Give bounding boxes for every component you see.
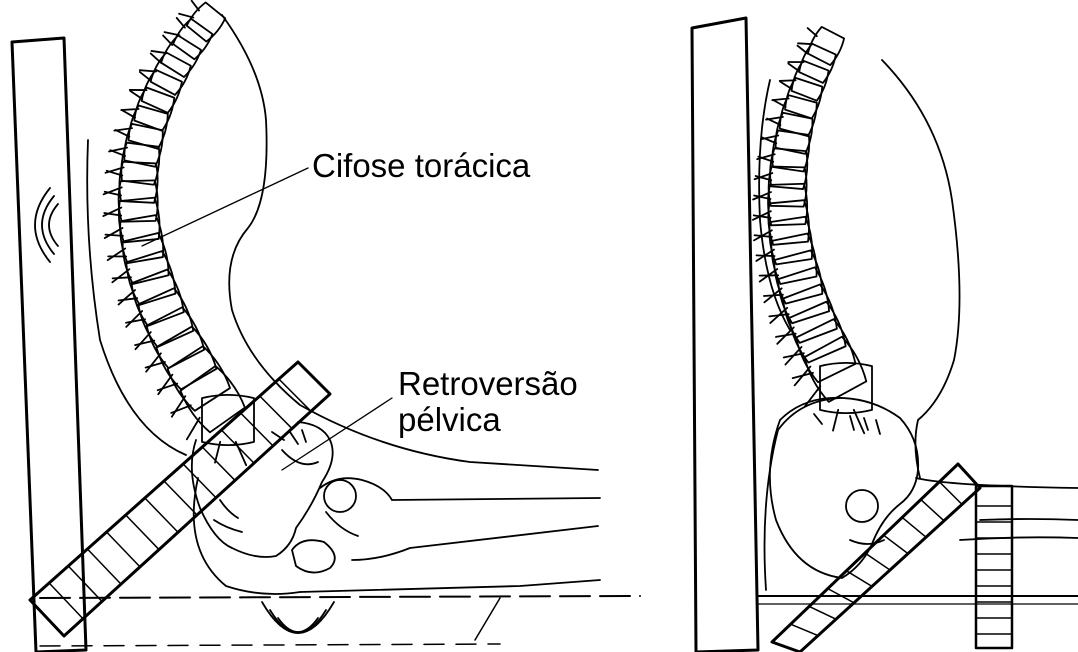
cushion-hatch-line bbox=[921, 500, 944, 521]
cushion-hatch-line bbox=[164, 481, 197, 515]
retroversion-leader-line bbox=[282, 398, 392, 470]
cushion-hatch-line bbox=[279, 379, 311, 411]
cushion-hatch-line bbox=[87, 549, 121, 584]
cushion-hatch-line bbox=[202, 447, 235, 480]
cushion-hatch-line bbox=[939, 482, 962, 505]
cushion-hatch-line bbox=[145, 498, 178, 532]
left-figure-slumped-posture bbox=[12, 0, 640, 652]
cushion-hatch-line bbox=[241, 413, 273, 446]
cushion-hatch-line bbox=[902, 517, 926, 537]
right-figure-corrected-posture bbox=[692, 18, 1078, 652]
right-seat-surface bbox=[758, 596, 1078, 604]
right-pelvis bbox=[770, 398, 918, 578]
vertebra bbox=[119, 82, 176, 132]
left-pelvis bbox=[192, 422, 333, 557]
cushion-hatch-line bbox=[865, 553, 890, 570]
pelvic-retroversion-label-line1: Retroversão bbox=[398, 366, 578, 402]
cushion-hatch-line bbox=[791, 624, 818, 635]
cushion-hatch-line bbox=[809, 606, 836, 619]
cushion-hatch-line bbox=[107, 532, 140, 567]
cushion-hatch-line bbox=[183, 464, 216, 498]
seat-pressure-waves-icon bbox=[262, 602, 334, 633]
cushion-hatch-line bbox=[846, 571, 872, 587]
vertebra bbox=[176, 0, 226, 43]
left-femur bbox=[292, 478, 600, 572]
back-pressure-waves-icon bbox=[35, 188, 58, 262]
cushion-hatch-line bbox=[884, 535, 908, 553]
right-body-outline bbox=[759, 60, 1078, 590]
pelvic-retroversion-label-line2: pélvica bbox=[398, 402, 501, 438]
cushion-hatch-line bbox=[221, 430, 254, 463]
left-seat-surface bbox=[40, 596, 640, 646]
thoracic-kyphosis-label: Cifose torácica bbox=[312, 148, 530, 184]
vertebra bbox=[162, 11, 214, 61]
cushion-hatch-line bbox=[49, 583, 83, 619]
vertebra bbox=[784, 335, 869, 413]
left-body-outline bbox=[87, 15, 600, 594]
cushion-hatch-line bbox=[126, 515, 159, 550]
right-tilted-cushion bbox=[772, 464, 980, 652]
kyphosis-leader-line bbox=[142, 168, 308, 246]
right-ladder-support bbox=[976, 486, 1012, 648]
cushion-hatch-line bbox=[260, 396, 292, 429]
right-backrest-board bbox=[692, 18, 758, 652]
